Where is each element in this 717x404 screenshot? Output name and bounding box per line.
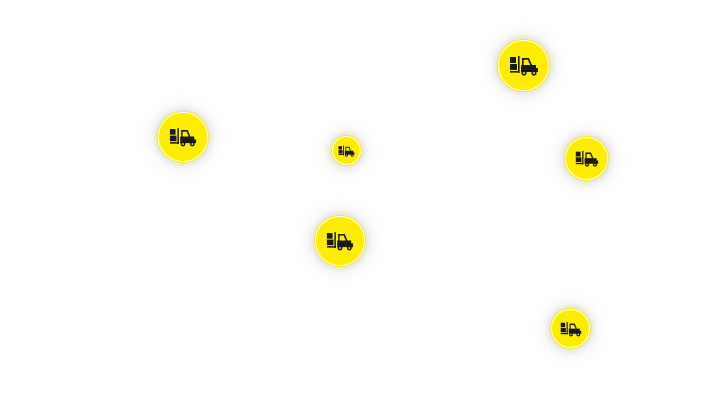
forklift-marker[interactable] — [551, 309, 590, 348]
forklift-marker[interactable] — [315, 216, 365, 266]
forklift-icon — [169, 127, 197, 147]
forklift-icon — [338, 145, 355, 157]
forklift-icon — [509, 55, 539, 76]
forklift-marker[interactable] — [498, 40, 549, 91]
forklift-marker[interactable] — [565, 137, 608, 180]
forklift-marker[interactable] — [332, 136, 361, 165]
forklift-icon — [326, 231, 354, 251]
forklift-icon — [560, 321, 582, 337]
forklift-icon — [575, 150, 599, 167]
forklift-marker[interactable] — [158, 112, 208, 162]
